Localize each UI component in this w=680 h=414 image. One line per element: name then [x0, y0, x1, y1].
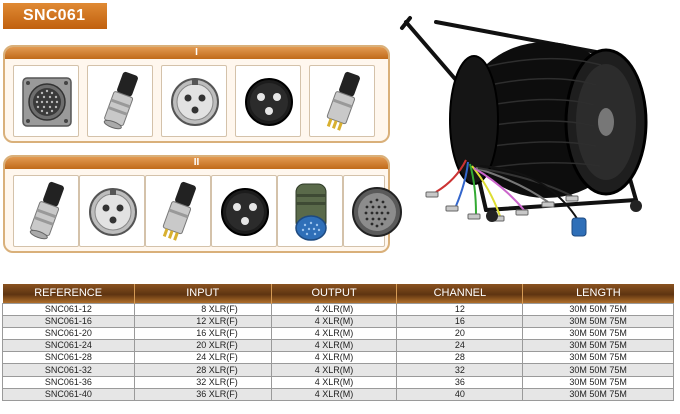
connector-tile-xlr-male-socket [211, 175, 277, 247]
cell-length: 30M 50M 75M [522, 302, 674, 316]
multipin-female-socket-icon [352, 187, 402, 237]
xlr-female-socket-icon [89, 188, 137, 236]
xlr-male-plug-icon [162, 181, 196, 241]
reel-drum [449, 42, 648, 198]
cell-channel: 12 [396, 302, 524, 316]
cell-output: 4 XLR(M) [270, 387, 398, 402]
cell-length: 30M 50M 75M [522, 351, 674, 365]
cell-output: 4 XLR(M) [270, 314, 398, 328]
connector-tile-multipin-male [277, 175, 343, 247]
cell-length: 30M 50M 75M [522, 339, 674, 353]
cell-input: 8 XLR(F) [133, 302, 272, 316]
cell-input: 12 XLR(F) [133, 314, 272, 328]
section-label: I [5, 47, 388, 59]
cell-input: 16 XLR(F) [133, 326, 272, 341]
cell-reference: SNC061-24 [2, 339, 135, 353]
table-row: SNC061-20 16 XLR(F) 4 XLR(M) 20 30M 50M … [2, 326, 674, 341]
cell-channel: 20 [396, 326, 524, 341]
table-header-row: REFERENCE INPUT OUTPUT CHANNEL LENGTH [2, 284, 674, 303]
connector-section-1: I [3, 45, 390, 143]
cell-input: 24 XLR(F) [133, 351, 272, 365]
xlr-male-plug-icon [326, 71, 360, 131]
multipin-male-connector-icon [295, 183, 327, 241]
cell-output: 4 XLR(M) [270, 351, 398, 365]
table-row: SNC061-36 32 XLR(F) 4 XLR(M) 36 30M 50M … [2, 375, 674, 389]
cell-output: 4 XLR(M) [270, 326, 398, 341]
cell-reference: SNC061-12 [2, 302, 135, 316]
cell-channel: 36 [396, 375, 524, 389]
connector-tile-xlr-female-plug [13, 175, 79, 247]
cell-reference: SNC061-28 [2, 351, 135, 365]
cell-reference: SNC061-40 [2, 387, 135, 402]
connector-tile-xlr-male-plug [309, 65, 375, 137]
specifications-table: REFERENCE INPUT OUTPUT CHANNEL LENGTH SN… [2, 284, 674, 402]
cell-length: 30M 50M 75M [522, 314, 674, 328]
reel-multipin-plug [571, 217, 587, 237]
table-row: SNC061-32 28 XLR(F) 4 XLR(M) 32 30M 50M … [2, 363, 674, 377]
cell-reference: SNC061-16 [2, 314, 135, 328]
cell-reference: SNC061-20 [2, 326, 135, 341]
table-row: SNC061-16 12 XLR(F) 4 XLR(M) 16 30M 50M … [2, 314, 674, 328]
fanout-connectors [425, 191, 579, 222]
column-header-reference: REFERENCE [2, 284, 135, 303]
column-header-channel: CHANNEL [396, 284, 523, 303]
table-row: SNC061-12 8 XLR(F) 4 XLR(M) 12 30M 50M 7… [2, 302, 674, 316]
cell-channel: 24 [396, 339, 524, 353]
cell-reference: SNC061-32 [2, 363, 135, 377]
column-header-output: OUTPUT [270, 284, 397, 303]
table-row: SNC061-28 24 XLR(F) 4 XLR(M) 28 30M 50M … [2, 351, 674, 365]
column-header-length: LENGTH [522, 284, 674, 303]
cell-length: 30M 50M 75M [522, 326, 674, 341]
cell-output: 4 XLR(M) [270, 302, 398, 316]
xlr-female-socket-icon [171, 78, 219, 126]
connector-tile-xlr-female-socket [79, 175, 145, 247]
xlr-female-plug-icon [29, 181, 64, 240]
column-header-input: INPUT [133, 284, 272, 303]
connector-tile-multipin-female [343, 175, 402, 247]
cell-channel: 40 [396, 387, 524, 402]
multipin-panel-connector-icon [22, 77, 72, 127]
cell-channel: 28 [396, 351, 524, 365]
product-title: SNC061 [3, 3, 107, 29]
connector-tile-multipin-panel [13, 65, 79, 137]
cable-reel-image [400, 16, 648, 237]
connector-tile-xlr-female-plug [87, 65, 153, 137]
cell-output: 4 XLR(M) [270, 375, 398, 389]
table-row: SNC061-40 36 XLR(F) 4 XLR(M) 40 30M 50M … [2, 387, 674, 402]
cell-input: 36 XLR(F) [133, 387, 272, 402]
connector-section-2: II [3, 155, 402, 253]
cell-input: 20 XLR(F) [133, 339, 272, 353]
cell-output: 4 XLR(M) [270, 363, 398, 377]
connector-tile-xlr-female-socket [161, 65, 227, 137]
xlr-male-socket-icon [245, 78, 293, 126]
cell-channel: 32 [396, 363, 524, 377]
reel-wheels [486, 200, 642, 222]
cell-length: 30M 50M 75M [522, 387, 674, 402]
fanout-cables [435, 159, 579, 221]
cell-length: 30M 50M 75M [522, 375, 674, 389]
table-row: SNC061-24 20 XLR(F) 4 XLR(M) 24 30M 50M … [2, 339, 674, 353]
cell-input: 32 XLR(F) [133, 375, 272, 389]
cell-input: 28 XLR(F) [133, 363, 272, 377]
cell-length: 30M 50M 75M [522, 363, 674, 377]
connector-tile-xlr-male-plug [145, 175, 211, 247]
connector-tile-xlr-male-socket [235, 65, 301, 137]
cell-reference: SNC061-36 [2, 375, 135, 389]
xlr-female-plug-icon [103, 71, 138, 130]
section-label: II [5, 157, 388, 169]
cell-channel: 16 [396, 314, 524, 328]
xlr-male-socket-icon [221, 188, 269, 236]
cell-output: 4 XLR(M) [270, 339, 398, 353]
